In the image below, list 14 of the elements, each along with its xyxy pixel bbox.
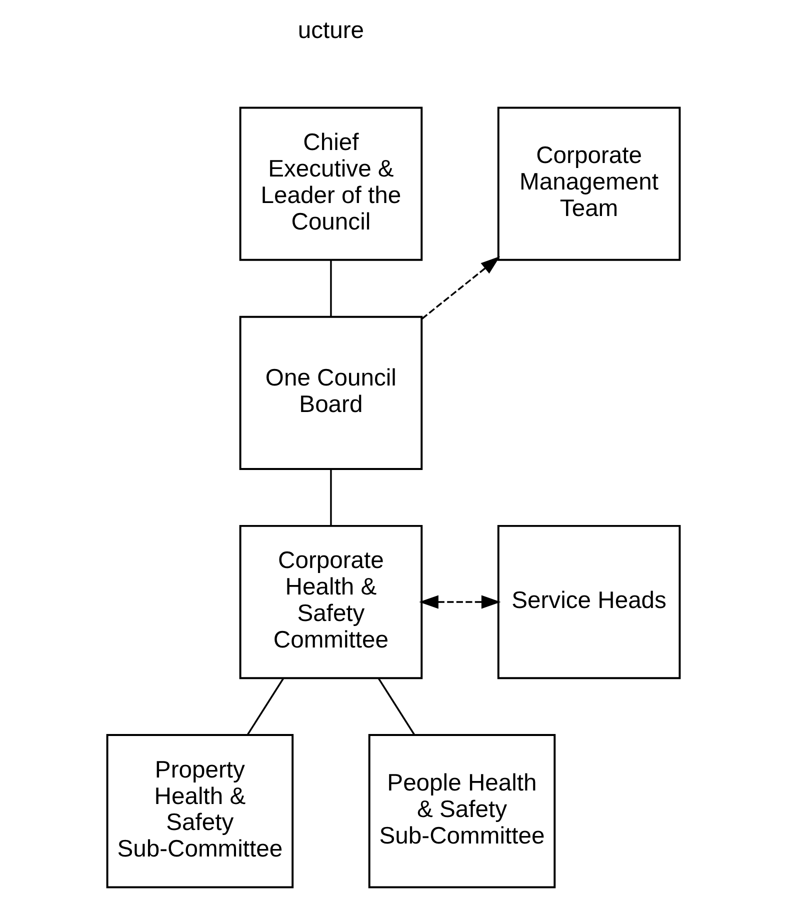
node-box: People Health & Safety Sub-Committee	[368, 734, 556, 888]
node-box: One Council Board	[239, 316, 423, 470]
node-box: Corporate Health & Safety Committee	[239, 524, 423, 680]
connector	[330, 260, 332, 317]
connector	[246, 678, 284, 736]
node-box: Chief Executive & Leader of the Council	[239, 106, 423, 261]
connector	[330, 469, 332, 526]
label: ucture	[298, 17, 364, 44]
node-box: Property Health & Safety Sub-Committee	[106, 734, 294, 888]
arrow	[421, 256, 500, 320]
arrow	[419, 595, 501, 609]
node-box: Service Heads	[497, 524, 681, 680]
connector	[378, 678, 416, 736]
node-box: Corporate Management Team	[497, 106, 681, 261]
